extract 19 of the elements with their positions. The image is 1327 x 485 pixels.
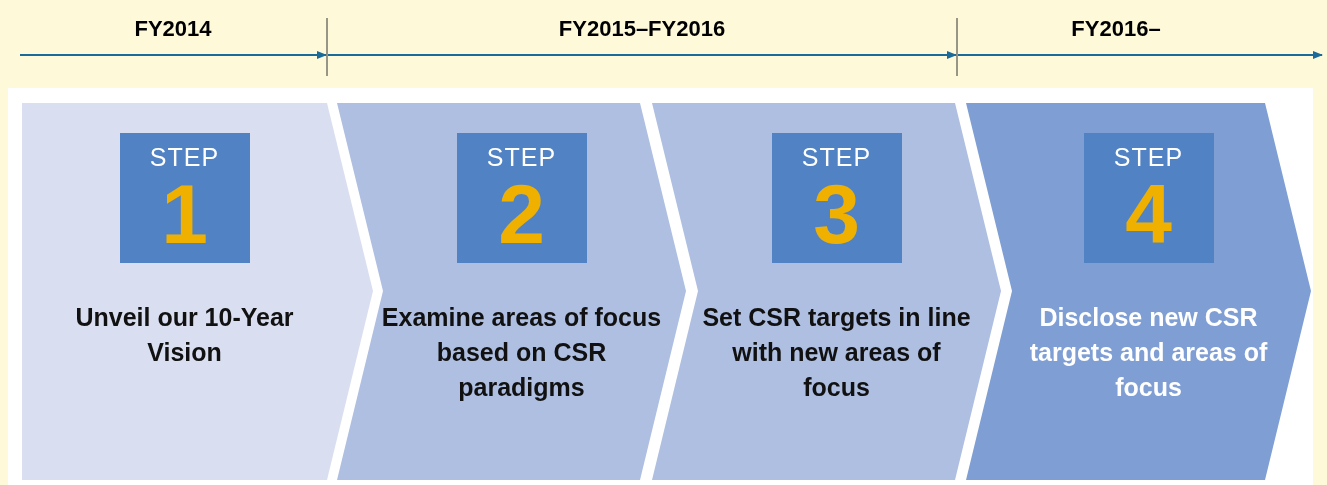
step-description: Disclose new CSR targets and areas of focus [1028, 302, 1269, 403]
step-label: STEP [800, 143, 873, 172]
step-badge [119, 133, 250, 263]
step-badge [456, 133, 587, 263]
step-description: Unveil our 10-Year Vision [74, 302, 295, 368]
period-label: FY2016– [1070, 16, 1162, 42]
step-badge [771, 133, 902, 263]
step-badge [1083, 133, 1214, 263]
step-label: STEP [485, 143, 558, 172]
step-description: Set CSR targets in line with new areas of focus [701, 302, 972, 403]
step-number: 3 [812, 169, 861, 259]
period-label: FY2015–FY2016 [557, 16, 727, 42]
step-number: 2 [497, 169, 546, 259]
step-label: STEP [1112, 143, 1185, 172]
step-description: Examine areas of focus based on CSR paradigms [381, 302, 662, 403]
step-number: 4 [1124, 169, 1173, 259]
step-number: 1 [160, 169, 209, 259]
step-label: STEP [148, 143, 221, 172]
period-label: FY2014 [133, 16, 213, 42]
